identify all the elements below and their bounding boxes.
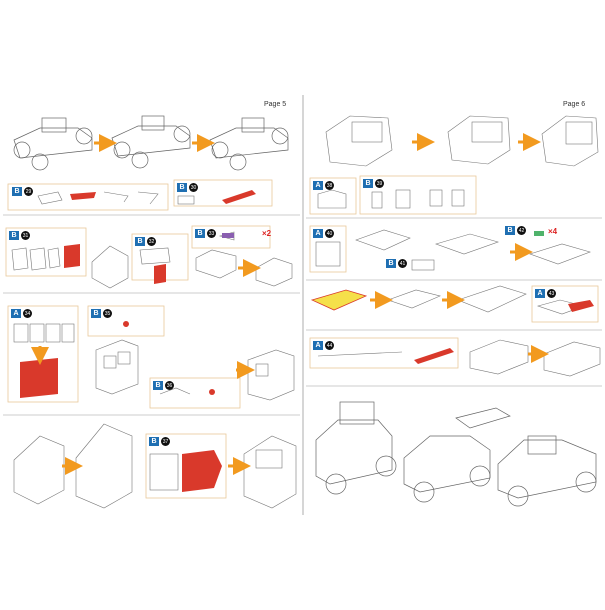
step-number: 40 [325,229,334,238]
part-drawing [315,229,591,271]
part-drawing [37,191,195,205]
part-drawing [317,339,601,377]
yellow-part [310,289,368,311]
step-box [149,377,241,409]
section-letter: B [91,309,101,318]
red-part [222,190,256,204]
quantity-multiplier: ×2 [262,229,272,238]
step-number: 38 [325,181,334,190]
section-letter: B [505,226,515,235]
step-box [359,175,477,215]
section-letter: B [135,237,145,246]
section-letter: B [177,183,187,192]
red-part [20,358,58,398]
page-label: Page 5 [264,101,287,108]
step-box [309,337,459,369]
step-box [5,227,87,277]
step-number: 32 [147,237,156,246]
part-drawing [13,323,295,401]
section-letter: A [11,309,21,318]
section-letter: B [9,231,19,240]
chassis-drawing [13,115,289,171]
red-part [568,300,594,312]
page-label: Page 6 [563,101,586,108]
section-letter: A [313,341,323,350]
step-box [191,225,271,249]
step-box [87,305,165,337]
section-letter: B [12,187,22,196]
green-part [534,231,544,236]
section-letter: A [535,289,545,298]
purple-part [222,233,234,238]
step-number: 41 [398,259,407,268]
section-letter: A [313,181,323,190]
red-part [70,192,96,200]
step-number: 43 [547,289,556,298]
step-number: 37 [161,437,170,446]
step-number: 29 [24,187,33,196]
red-part [182,450,222,492]
step-number: 44 [325,341,334,350]
section-letter: B [363,179,373,188]
section-letter: B [195,229,205,238]
step-number: 31 [21,231,30,240]
step-number: 42 [517,226,526,235]
step-box [7,183,169,211]
truck-drawing [315,401,597,507]
cab-drawing [325,115,599,167]
step-box [173,179,273,207]
step-box [309,225,347,273]
step-number: 39 [375,179,384,188]
step-number: 30 [189,183,198,192]
part-drawing [11,231,293,289]
step-box [7,305,79,403]
step-number: 34 [23,309,32,318]
step-number: 36 [165,381,174,390]
step-box [145,433,227,499]
red-part [414,348,454,364]
quantity-multiplier: ×4 [548,227,558,236]
cab-drawing [13,423,297,509]
section-letter: B [386,259,396,268]
section-letter: A [313,229,323,238]
section-letter: B [149,437,159,446]
step-number: 35 [103,309,112,318]
step-box [531,285,599,323]
red-part [123,321,129,327]
section-letter: B [153,381,163,390]
part-drawing [317,189,465,209]
step-number: 33 [207,229,216,238]
red-part [209,389,215,395]
red-part [64,244,80,268]
step-box [309,177,357,215]
red-part [154,264,166,284]
